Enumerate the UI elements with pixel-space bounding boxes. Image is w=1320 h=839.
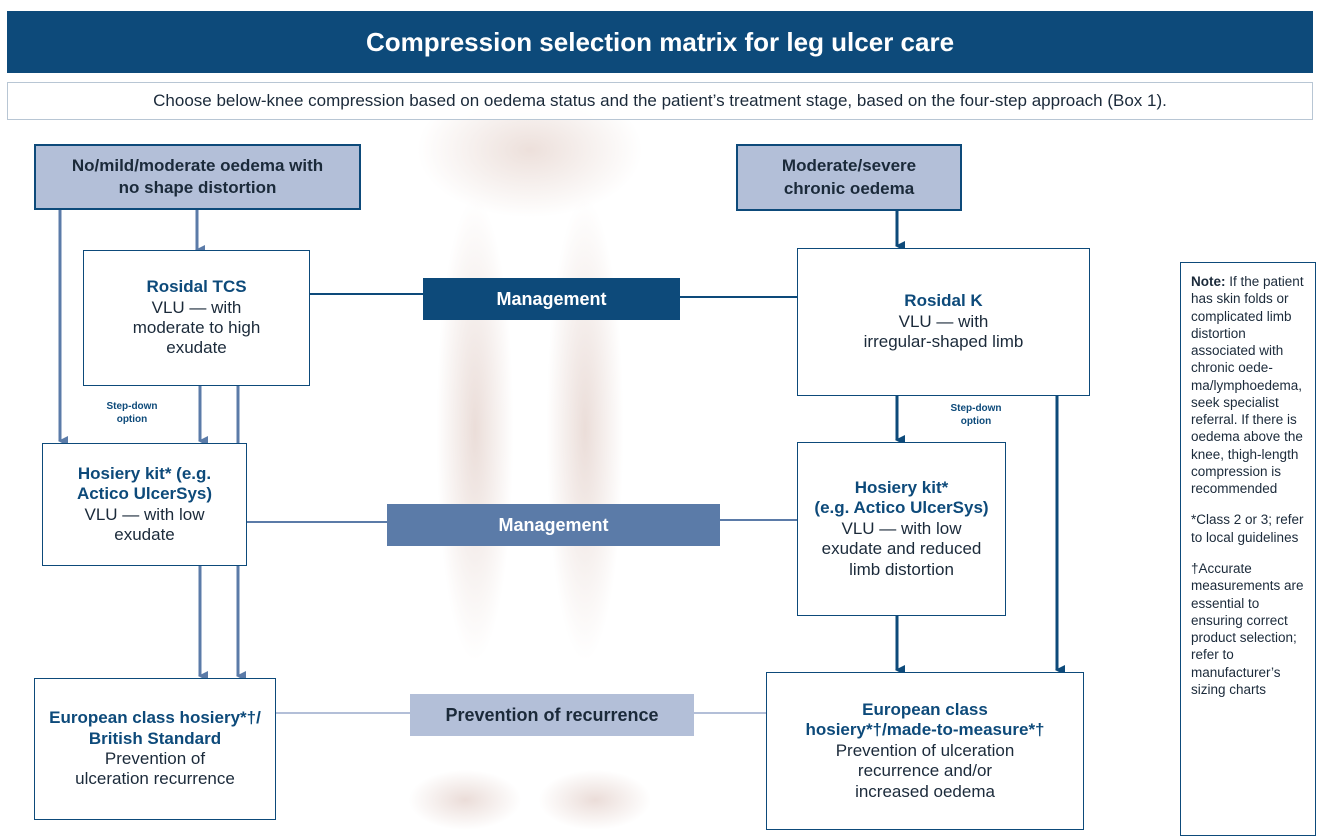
- left-category-line1: No/mild/moderate oedema with: [71, 155, 324, 175]
- left-step3-desc-line1: Prevention of: [104, 749, 206, 768]
- right-step2-desc-line2: exudate and reduced: [821, 539, 982, 559]
- right-step1-desc-line1: VLU — with: [898, 311, 989, 331]
- right-step2-box: Hosiery kit* (e.g. Actico UlcerSys) VLU …: [797, 442, 1006, 616]
- right-step1-box: Rosidal K VLU — with irregular-shaped li…: [797, 248, 1090, 396]
- left-step1-name: Rosidal TCS: [146, 277, 247, 297]
- right-stepdown-label: Step-down option: [936, 403, 1016, 428]
- right-step1-desc-line2: irregular-shaped limb: [863, 332, 1024, 352]
- note-footnote-class: *Class 2 or 3; refer to local guidelines: [1191, 512, 1304, 545]
- left-step3-box: European class hosiery*†/ British Standa…: [34, 678, 276, 820]
- right-stepdown-line2: option: [960, 415, 992, 427]
- left-step2-name-line1: Hosiery kit* (e.g.: [77, 463, 212, 483]
- left-step3-desc-line2: ulceration recurrence: [75, 769, 235, 789]
- page-subtitle: Choose below-knee compression based on o…: [7, 82, 1313, 120]
- right-category-line1: Moderate/severe: [781, 156, 917, 176]
- left-step2-box: Hosiery kit* (e.g. Actico UlcerSys) VLU …: [42, 443, 247, 566]
- right-step2-desc-line1: VLU — with low: [841, 518, 962, 538]
- right-stepdown-line1: Step-down: [950, 403, 1002, 414]
- left-step3-name-line2: British Standard: [88, 728, 222, 748]
- left-stepdown-line1: Step-down: [106, 401, 158, 412]
- stage-management-1: Management: [423, 278, 680, 320]
- right-step2-name-line1: Hosiery kit*: [854, 478, 949, 498]
- left-step1-desc-line3: exudate: [166, 338, 227, 358]
- left-step1-desc-line2: moderate to high: [132, 318, 261, 337]
- left-stepdown-label: Step-down option: [92, 401, 172, 426]
- right-step3-desc-line3: increased oedema: [855, 781, 995, 801]
- right-step3-box: European class hosiery*†/made-to-measure…: [766, 672, 1084, 830]
- stage-prevention-of-recurrence: Prevention of recurrence: [410, 694, 694, 736]
- left-stepdown-line2: option: [116, 413, 148, 425]
- page-title: Compression selection matrix for leg ulc…: [7, 11, 1313, 73]
- left-category-box: No/mild/moderate oedema with no shape di…: [34, 144, 361, 210]
- left-category-line2: no shape distortion: [118, 178, 277, 197]
- stage-management-2: Management: [387, 504, 720, 546]
- right-category-box: Moderate/severe chronic oedema: [736, 144, 962, 211]
- left-step1-desc-line1: VLU — with: [151, 297, 242, 317]
- right-step2-name-line2: (e.g. Actico UlcerSys): [814, 498, 989, 518]
- note-label: Note:: [1191, 274, 1226, 289]
- right-step3-name-line1: European class: [862, 700, 988, 720]
- left-step1-box: Rosidal TCS VLU — with moderate to high …: [83, 250, 310, 386]
- right-step1-name: Rosidal K: [904, 291, 983, 311]
- right-step2-desc-line3: limb distortion: [849, 559, 954, 579]
- right-step3-desc-line1: Prevention of ulceration: [835, 740, 1015, 760]
- note-paragraph: Note: If the patient has skin folds or c…: [1191, 273, 1308, 497]
- right-category-line2: chronic oedema: [783, 178, 915, 198]
- left-step3-name-line1: European class hosiery*†/: [49, 708, 261, 728]
- note-text: If the patient has skin folds or complic…: [1191, 274, 1304, 497]
- note-footnote-measurements: †Accurate measure­ments are essential to…: [1191, 560, 1304, 697]
- left-step2-desc-line1: VLU — with low: [84, 504, 205, 524]
- left-step2-name-line2: Actico UlcerSys): [76, 484, 213, 504]
- left-step2-desc-line2: exudate: [114, 524, 175, 544]
- right-step3-desc-line2: recurrence and/or: [857, 761, 993, 781]
- right-step3-name-line2: hosiery*†/made-to-measure*†: [805, 720, 1045, 740]
- note-panel: Note: If the patient has skin folds or c…: [1180, 262, 1316, 836]
